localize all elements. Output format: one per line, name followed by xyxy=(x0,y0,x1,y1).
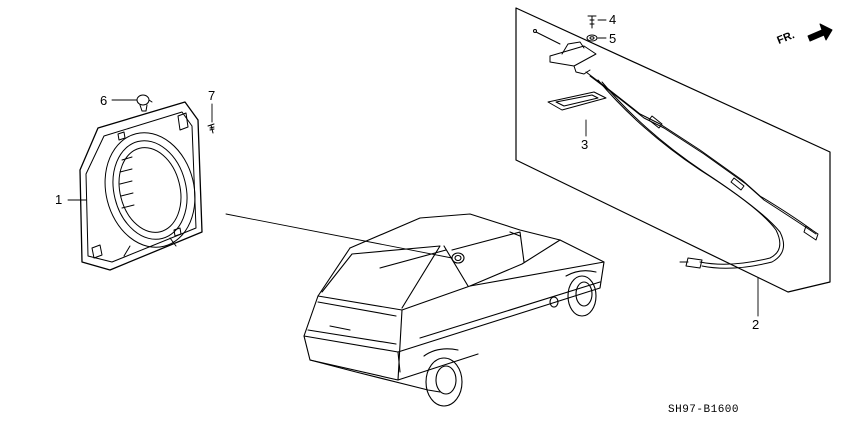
front-direction-arrow xyxy=(807,23,833,42)
screw-7-drawing xyxy=(207,123,215,134)
callout-5: 5 xyxy=(609,31,617,46)
speaker-baffle-drawing xyxy=(79,101,203,271)
callout-4: 4 xyxy=(609,12,617,27)
callout-1: 1 xyxy=(55,192,63,207)
clip-drawing xyxy=(132,94,153,112)
antenna-panel-outline xyxy=(515,7,831,293)
callout-2: 2 xyxy=(752,317,760,332)
diagram-code: SH97-B1600 xyxy=(668,404,740,416)
antenna-drawing xyxy=(533,15,819,269)
callout-7: 7 xyxy=(208,88,216,103)
leader-lines xyxy=(67,19,759,317)
car-drawing xyxy=(303,213,605,407)
callout-6: 6 xyxy=(100,93,108,108)
callout-3: 3 xyxy=(581,137,589,152)
